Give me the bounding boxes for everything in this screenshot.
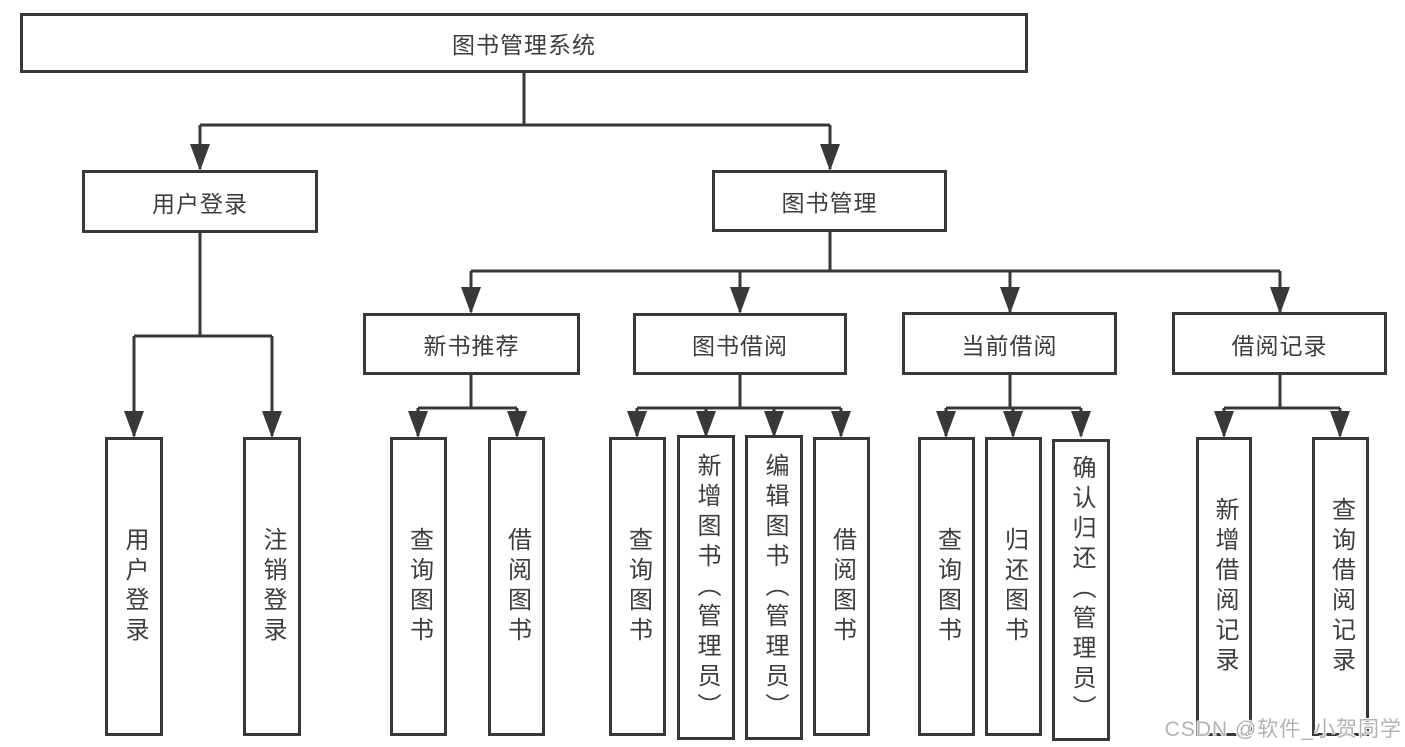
leaf-add-book-admin: 新增图书（管理员） xyxy=(677,435,735,740)
leaf-edit-book-admin: 编辑图书（管理员） xyxy=(745,435,803,740)
node-borrowing-records: 借阅记录 xyxy=(1172,312,1387,375)
leaf-query-books-current: 查询图书 xyxy=(918,437,975,736)
csdn-watermark: CSDN @软件_小贺同学 xyxy=(1164,718,1402,741)
node-book-borrowing: 图书借阅 xyxy=(633,313,847,375)
connector-arrowheads xyxy=(124,144,1350,438)
leaf-user-login: 用户登录 xyxy=(105,437,163,736)
node-new-book-recommendation: 新书推荐 xyxy=(363,313,580,375)
connector-edges xyxy=(132,73,1342,436)
node-book-management: 图书管理 xyxy=(712,170,947,232)
leaf-query-borrow-record: 查询借阅记录 xyxy=(1312,437,1369,736)
leaf-borrow-books-borrowing: 借阅图书 xyxy=(813,437,870,736)
leaf-borrow-books-newbook: 借阅图书 xyxy=(488,437,545,736)
node-user-login: 用户登录 xyxy=(82,170,318,233)
leaf-query-books-newbook: 查询图书 xyxy=(390,437,447,736)
leaf-add-borrow-record: 新增借阅记录 xyxy=(1196,437,1252,736)
leaf-logout: 注销登录 xyxy=(243,437,301,736)
node-current-borrowing: 当前借阅 xyxy=(902,312,1117,375)
leaf-query-books-borrowing: 查询图书 xyxy=(609,437,666,736)
node-library-management-system: 图书管理系统 xyxy=(20,13,1028,73)
leaf-confirm-return-admin: 确认归还（管理员） xyxy=(1052,439,1110,741)
leaf-return-books: 归还图书 xyxy=(985,437,1042,736)
